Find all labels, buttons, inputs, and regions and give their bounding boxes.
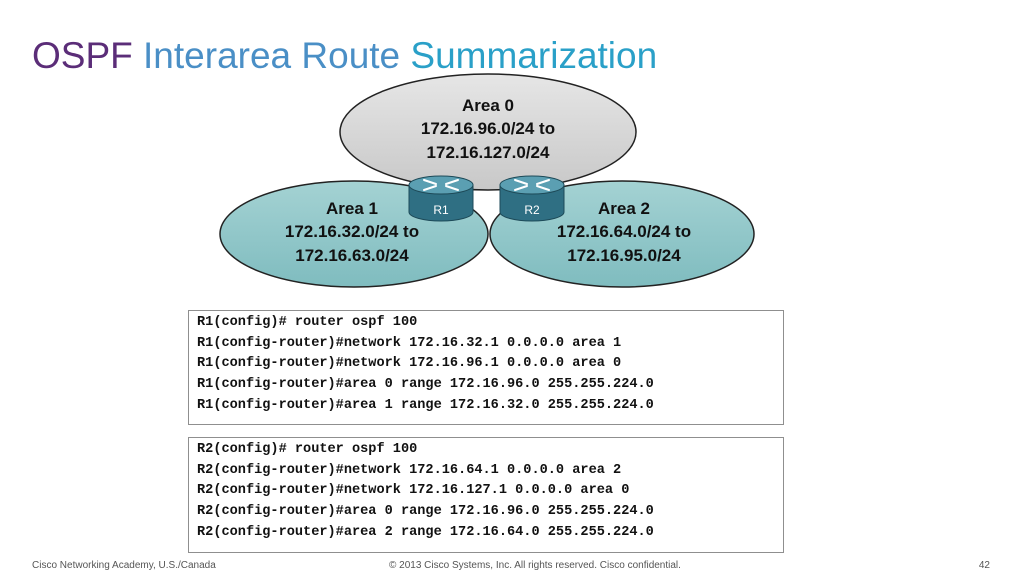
area-1-range-end: 172.16.63.0/24 [295,246,409,265]
r2-config-line: R2(config-router)#network 172.16.64.1 0.… [197,462,622,478]
title-part-summarization: Summarization [410,35,658,76]
area-1-name: Area 1 [326,199,378,218]
ospf-area-diagram: Area 0 172.16.96.0/24 to 172.16.127.0/24… [219,73,755,288]
footer-academy: Cisco Networking Academy, U.S./Canada [32,560,216,571]
area-0-range-end: 172.16.127.0/24 [427,143,550,162]
area-2-range-start: 172.16.64.0/24 to [557,222,691,241]
title-part-interarea: Interarea Route [143,35,411,76]
r1-config-line: R1(config-router)#area 1 range 172.16.32… [197,397,654,413]
title-part-ospf: OSPF [32,35,144,76]
area-0-ellipse [339,73,637,191]
r2-config-line: R2(config-router)#area 0 range 172.16.96… [197,504,654,520]
area-2-name: Area 2 [598,199,650,218]
router-r2-icon: R2 [499,175,565,222]
area-1-range-start: 172.16.32.0/24 to [285,222,419,241]
area-0-name: Area 0 [462,96,514,115]
footer-page-number: 42 [978,560,990,571]
r2-config-line: R2(config-router)#network 172.16.127.1 0… [197,483,630,499]
r2-config-box: R2(config)# router ospf 100 R2(config-ro… [188,437,784,553]
router-r1-icon: R1 [408,175,474,222]
router-r2-label: R2 [524,203,540,217]
r1-config-line: R1(config-router)#network 172.16.96.1 0.… [197,356,622,372]
r2-config-line: R2(config)# router ospf 100 [197,442,418,457]
r1-config-line: R1(config)# router ospf 100 [197,315,418,330]
r1-config-box: R1(config)# router ospf 100 R1(config-ro… [188,310,784,425]
area-0-range-start: 172.16.96.0/24 to [421,119,555,138]
footer-copyright: © 2013 Cisco Systems, Inc. All rights re… [389,560,681,571]
r1-config-line: R1(config-router)#area 0 range 172.16.96… [197,377,654,393]
r1-config-line: R1(config-router)#network 172.16.32.1 0.… [197,335,622,351]
slide-title: OSPF Interarea Route Summarization [32,35,658,77]
router-r1-label: R1 [433,203,449,217]
area-2-range-end: 172.16.95.0/24 [567,246,681,265]
r2-config-line: R2(config-router)#area 2 range 172.16.64… [197,524,654,540]
